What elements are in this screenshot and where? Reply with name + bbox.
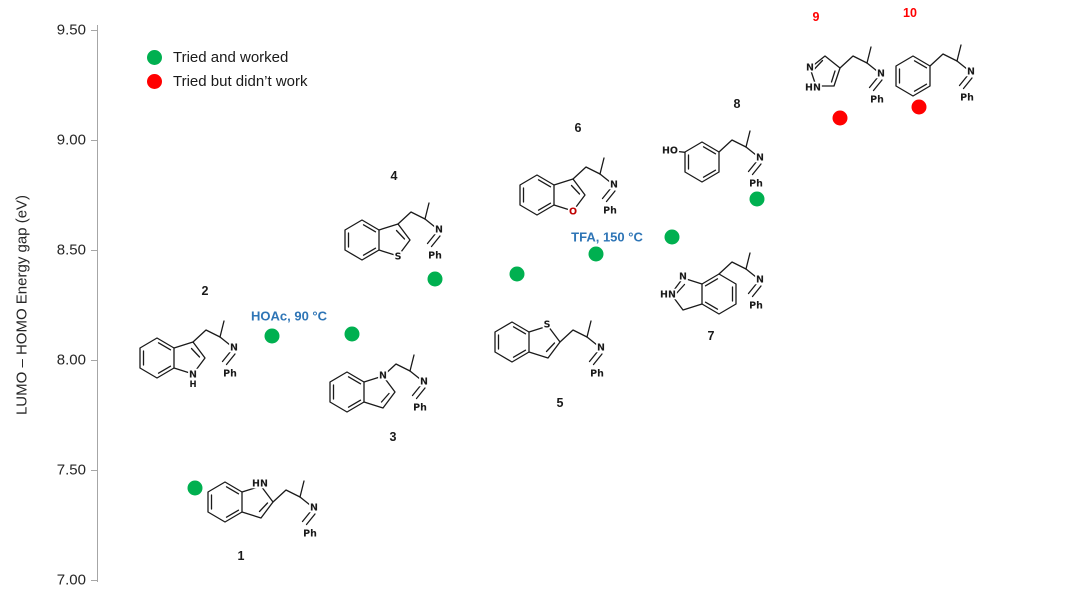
svg-text:N: N — [806, 63, 814, 74]
svg-text:HN: HN — [805, 83, 821, 94]
y-tick-label: 8.50 — [56, 241, 86, 259]
svg-text:Ph: Ph — [303, 529, 317, 540]
condition-annotation-1: TFA, 150 °C — [571, 229, 643, 245]
legend-item-worked: Tried and worked — [147, 50, 308, 65]
svg-text:N: N — [310, 503, 318, 514]
legend-label-worked: Tried and worked — [173, 49, 289, 66]
molecule-structure-10-phenyl: N Ph — [895, 44, 977, 105]
y-tick-mark — [91, 250, 98, 251]
y-tick-mark — [91, 360, 98, 361]
compound-number-label-9: 9 — [812, 10, 820, 24]
y-tick-label: 9.00 — [56, 131, 86, 149]
svg-text:N: N — [756, 153, 764, 164]
compound-number-label-5: 5 — [556, 396, 564, 410]
svg-text:Ph: Ph — [870, 95, 884, 106]
svg-text:Ph: Ph — [749, 301, 763, 312]
compound-number-label-6: 6 — [574, 121, 582, 135]
compound-number-label-4: 4 — [390, 169, 398, 183]
svg-text:S: S — [395, 252, 402, 263]
molecule-structure-5-benzothiophen-2-yl: S N Ph — [494, 318, 607, 381]
data-point-4 — [427, 271, 443, 287]
svg-text:N: N — [679, 272, 687, 283]
svg-text:HN: HN — [252, 479, 268, 490]
compound-number-label-10: 10 — [903, 6, 917, 20]
svg-text:Ph: Ph — [960, 93, 974, 104]
svg-text:N: N — [756, 275, 764, 286]
legend: Tried and worked Tried but didn’t work — [147, 50, 308, 98]
y-tick-label: 7.00 — [56, 571, 86, 589]
svg-text:N: N — [967, 67, 975, 78]
molecule-structure-8-3-hydroxyphenyl: HO N Ph — [660, 130, 766, 191]
data-point-5 — [509, 266, 525, 282]
molecule-structure-3-indol-1-yl-n-linked-: N N Ph — [329, 354, 430, 415]
data-point-7 — [664, 229, 680, 245]
data-point-3 — [344, 326, 360, 342]
svg-text:N: N — [230, 343, 238, 354]
svg-text:HN: HN — [660, 290, 676, 301]
data-point-10 — [911, 99, 927, 115]
svg-text:S: S — [544, 320, 551, 331]
svg-text:N: N — [189, 370, 197, 381]
y-tick-mark — [91, 140, 98, 141]
svg-text:N: N — [420, 377, 428, 388]
svg-text:Ph: Ph — [590, 369, 604, 380]
legend-swatch-failed — [147, 74, 162, 89]
svg-text:N: N — [597, 343, 605, 354]
y-tick-mark — [91, 470, 98, 471]
compound-number-label-3: 3 — [389, 430, 397, 444]
svg-text:Ph: Ph — [413, 403, 427, 414]
compound-number-label-2: 2 — [201, 284, 209, 298]
svg-text:N: N — [610, 180, 618, 191]
legend-swatch-worked — [147, 50, 162, 65]
data-point-6 — [588, 246, 604, 262]
y-tick-label: 9.50 — [56, 21, 86, 39]
data-point-1 — [187, 480, 203, 496]
molecule-structure-6-benzofuran-3-yl: O N Ph — [519, 157, 620, 219]
data-point-8 — [749, 191, 765, 207]
data-point-9 — [832, 110, 848, 126]
svg-text:O: O — [569, 207, 577, 218]
compound-number-label-7: 7 — [707, 329, 715, 343]
condition-annotation-0: HOAc, 90 °C — [250, 308, 328, 324]
svg-text:N: N — [379, 371, 387, 382]
svg-text:Ph: Ph — [749, 179, 763, 190]
data-point-2 — [264, 328, 280, 344]
legend-item-failed: Tried but didn’t work — [147, 74, 308, 89]
molecule-structure-1-indol-2-yl: HN N Ph — [207, 477, 320, 541]
molecule-structure-9-1h-pyrazol-4-yl: N HN N Ph — [803, 46, 887, 107]
svg-text:H: H — [189, 380, 196, 390]
y-tick-mark — [91, 580, 98, 581]
y-tick-label: 8.00 — [56, 351, 86, 369]
svg-text:Ph: Ph — [603, 206, 617, 217]
compound-number-label-8: 8 — [733, 97, 741, 111]
svg-text:Ph: Ph — [428, 251, 442, 262]
y-tick-mark — [91, 30, 98, 31]
y-tick-label: 7.50 — [56, 461, 86, 479]
legend-label-failed: Tried but didn’t work — [173, 73, 308, 90]
svg-text:N: N — [877, 69, 885, 80]
compound-number-label-1: 1 — [237, 549, 245, 563]
molecule-structure-4-benzothiophen-3-yl: S N Ph — [344, 202, 445, 264]
svg-text:N: N — [435, 225, 443, 236]
y-axis-line — [97, 25, 98, 582]
svg-text:Ph: Ph — [223, 369, 237, 380]
svg-text:HO: HO — [662, 146, 678, 157]
